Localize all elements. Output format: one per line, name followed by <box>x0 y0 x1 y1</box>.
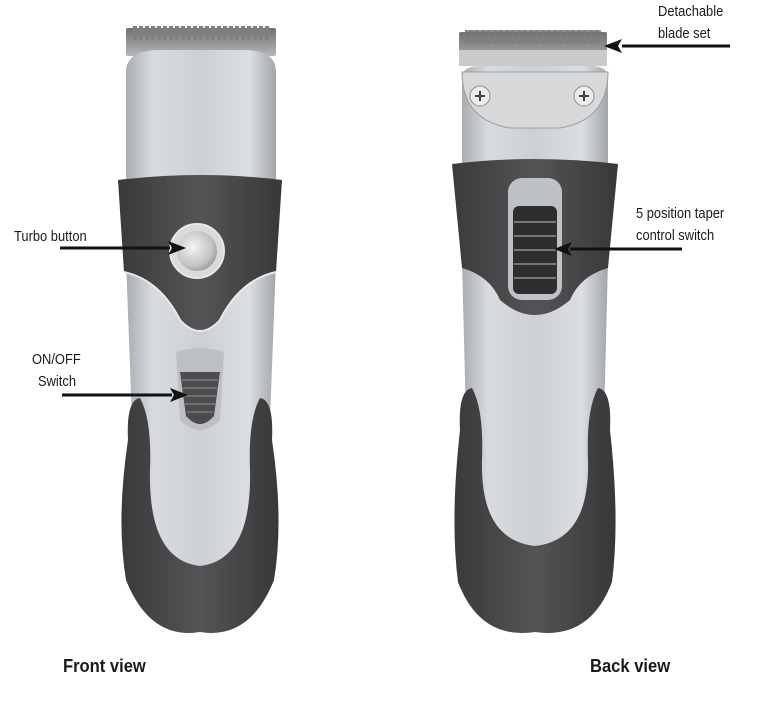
turbo-button-icon <box>169 223 225 279</box>
arrow-taper-icon <box>554 242 682 256</box>
back-view-caption: Back view <box>590 656 671 676</box>
callout-onoff-line2: Switch <box>38 373 77 390</box>
callout-turbo-button: Turbo button <box>14 228 87 245</box>
front-grip <box>121 398 279 633</box>
callout-blade-line1: Detachable <box>658 3 724 20</box>
back-trimmer <box>452 30 618 633</box>
back-grip <box>454 388 616 633</box>
front-blade-icon <box>126 26 276 56</box>
taper-switch-icon <box>508 178 562 300</box>
callout-taper-line1: 5 position taper <box>636 205 725 222</box>
back-blade-icon <box>459 30 607 66</box>
callout-onoff-line1: ON/OFF <box>32 351 81 368</box>
arrow-turbo-icon <box>60 241 186 255</box>
callout-blade-line2: blade set <box>658 25 711 42</box>
onoff-switch-icon <box>176 348 224 430</box>
front-trimmer <box>118 26 282 633</box>
callout-taper-line2: control switch <box>636 227 715 244</box>
front-view-caption: Front view <box>63 656 146 676</box>
arrow-blade-icon <box>604 39 730 53</box>
arrow-onoff-icon <box>62 388 188 402</box>
callout-arrows <box>60 39 730 402</box>
